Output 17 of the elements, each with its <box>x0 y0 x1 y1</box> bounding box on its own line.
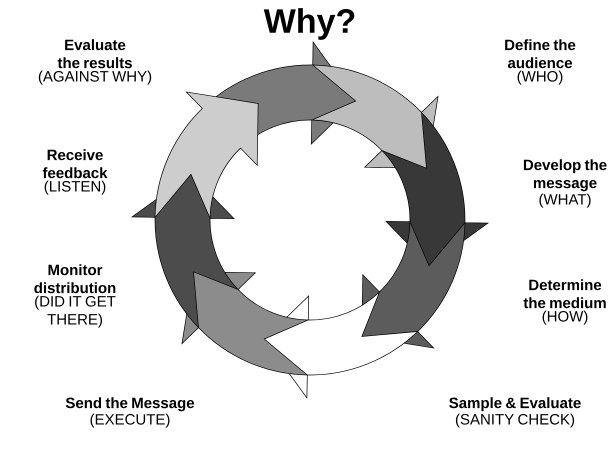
step-note: (HOW) <box>542 310 588 325</box>
step-label: Send the Message <box>66 397 194 412</box>
step-label: Receive feedback <box>42 149 108 178</box>
step-note: (LISTEN) <box>44 180 106 195</box>
step-label: Sample & Evaluate <box>449 397 581 412</box>
step-label: Monitor distribution <box>34 264 116 294</box>
step-note: (WHO) <box>518 70 562 85</box>
step-note: (SANITY CHECK) <box>456 414 574 428</box>
step-label: Evaluate the results <box>58 39 132 68</box>
step-note: (AGAINST WHY) <box>38 70 152 85</box>
step-note: (EXECUTE) <box>90 414 170 428</box>
step-note: (WHAT) <box>539 194 591 208</box>
step-label: Determine the medium <box>524 279 606 308</box>
step-label: Define the audience <box>505 39 576 68</box>
step-note: (DID IT GET THERE) <box>35 296 116 328</box>
title: Why? <box>264 8 354 40</box>
step-label: Develop the message <box>524 159 607 192</box>
